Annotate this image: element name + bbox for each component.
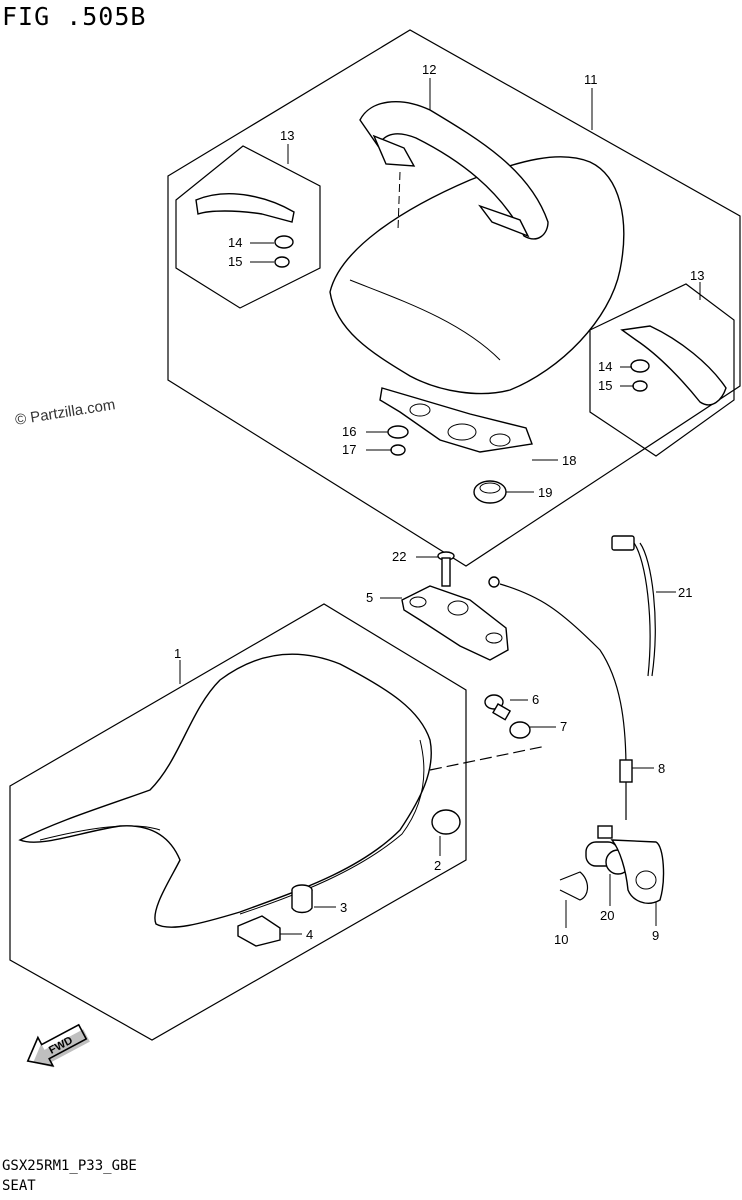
callout-19: 19 (538, 485, 552, 500)
callout-12: 12 (422, 62, 436, 77)
callout-17: 17 (342, 442, 356, 457)
footer-code: GSX25RM1_P33_GBE (2, 1158, 137, 1174)
callout-8: 8 (658, 761, 665, 776)
grab-rail (359, 101, 549, 240)
callout-10: 10 (554, 932, 568, 947)
callout-13-left: 13 (280, 128, 294, 143)
inset-box-left (175, 145, 321, 309)
lock-bracket-5 (401, 585, 509, 661)
callout-11: 11 (584, 72, 598, 87)
pad-4 (237, 915, 281, 947)
cushion-3 (291, 884, 313, 914)
screw-22 (437, 551, 455, 587)
callout-6: 6 (532, 692, 539, 707)
callout-21: 21 (678, 585, 692, 600)
nut-15-right (632, 380, 648, 392)
callout-20: 20 (600, 908, 614, 923)
callout-7: 7 (560, 719, 567, 734)
clip-10 (559, 871, 589, 901)
bracket-13-left (195, 193, 295, 223)
callout-14-left: 14 (228, 235, 242, 250)
nut-15-left (274, 256, 290, 268)
front-seat-frame (9, 603, 467, 1041)
bolt-6 (484, 694, 512, 721)
cable-21 (611, 535, 656, 677)
washer-7 (509, 721, 531, 739)
callout-18: 18 (562, 453, 576, 468)
callout-15-right: 15 (598, 378, 612, 393)
fwd-arrow-icon: FWD (26, 1023, 90, 1068)
nut-17 (390, 444, 406, 456)
callout-5: 5 (366, 590, 373, 605)
callout-14-right: 14 (598, 359, 612, 374)
damper-2 (431, 809, 461, 835)
rear-seat-cushion (329, 156, 625, 395)
inset-box-right (589, 283, 735, 457)
seat-lock-cable-8 (488, 576, 633, 820)
grommet-19 (473, 480, 507, 504)
footer-title: SEAT (2, 1178, 36, 1194)
rear-seat-group-frame (167, 29, 741, 567)
figure-title: FIG .505B (2, 2, 147, 31)
washer-16 (387, 425, 409, 439)
callout-13-right: 13 (690, 268, 704, 283)
callout-3: 3 (340, 900, 347, 915)
callout-4: 4 (306, 927, 313, 942)
callout-9: 9 (652, 928, 659, 943)
front-seat (18, 653, 432, 928)
callout-1: 1 (174, 646, 181, 661)
lock-tab (597, 825, 613, 839)
callout-15-left: 15 (228, 254, 242, 269)
callout-2: 2 (434, 858, 441, 873)
lock-cover-9 (610, 839, 665, 904)
washer-14-right (630, 359, 650, 373)
callout-22: 22 (392, 549, 406, 564)
washer-14-left (274, 235, 294, 249)
callout-16: 16 (342, 424, 356, 439)
bracket-13-right (620, 325, 727, 406)
